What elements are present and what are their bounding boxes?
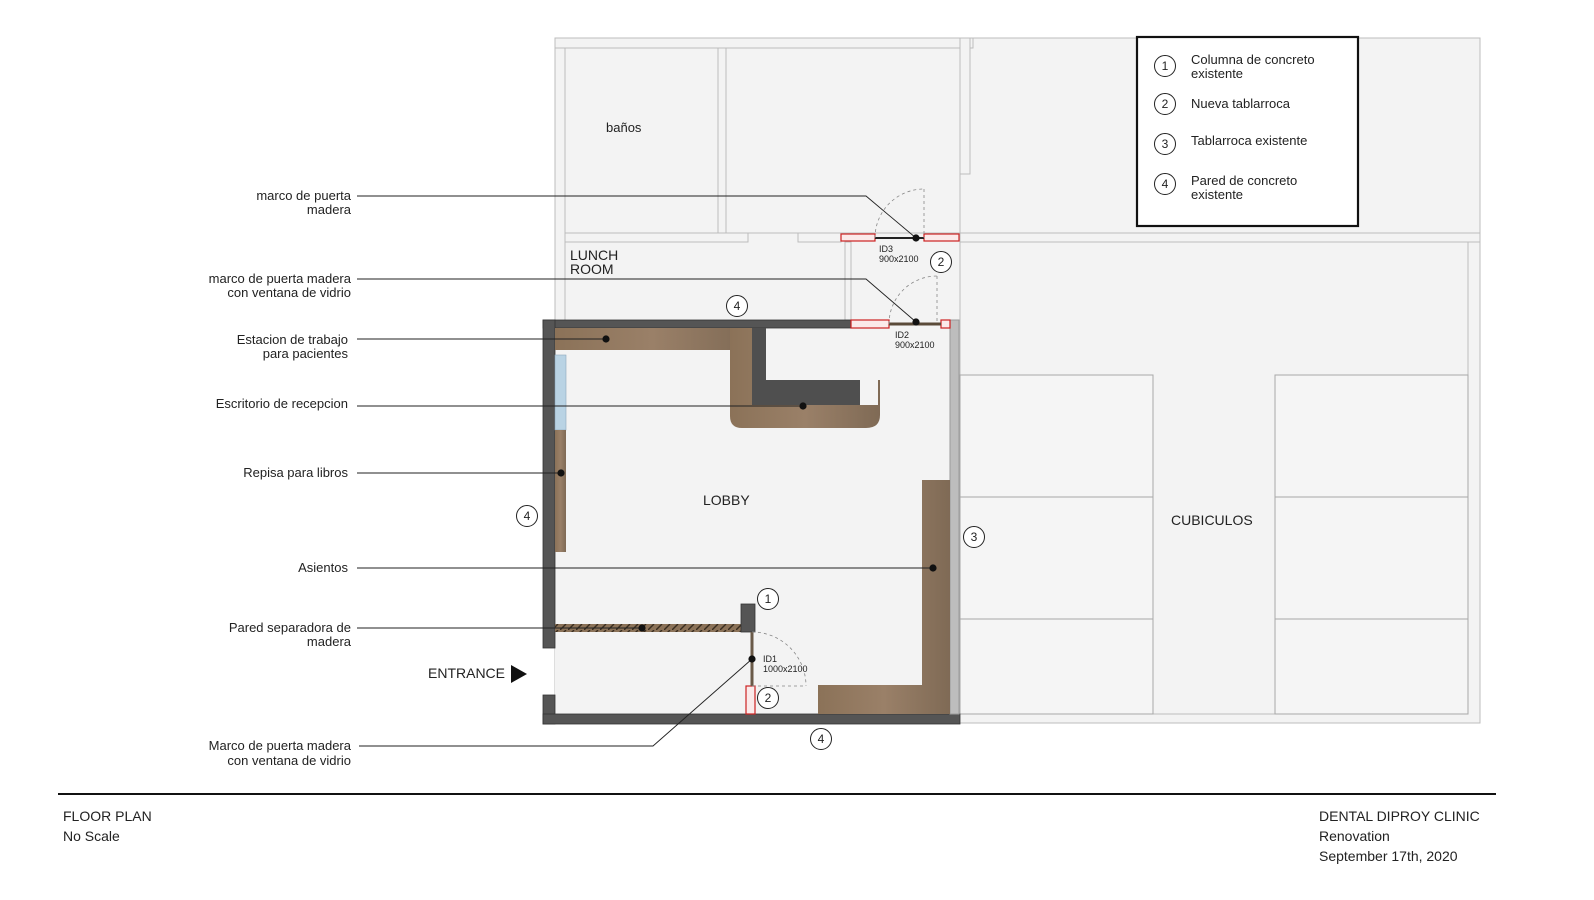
- callout-door-frame-wood: marco de puerta: [256, 188, 351, 203]
- glass-panel: [554, 354, 567, 431]
- marker-2-top: 2: [930, 251, 952, 273]
- svg-text:4: 4: [1162, 177, 1169, 191]
- callout-door-frame-glass-2: con ventana de vidrio: [227, 285, 351, 300]
- cubicle-grid: [959, 374, 1469, 715]
- svg-text:2: 2: [938, 255, 945, 269]
- svg-text:existente: existente: [1191, 66, 1243, 81]
- project-date: September 17th, 2020: [1319, 848, 1458, 864]
- svg-text:1: 1: [1162, 59, 1169, 73]
- drawing-title: FLOOR PLAN: [63, 808, 152, 824]
- legend-item-1: 1 Columna de concreto existente: [1154, 52, 1315, 81]
- marker-4-bottom: 4: [810, 728, 832, 750]
- marker-4-top: 4: [726, 295, 748, 317]
- marker-4-left: 4: [516, 505, 538, 527]
- leader-dots: [557, 234, 937, 663]
- svg-text:Tablarroca existente: Tablarroca existente: [1191, 133, 1307, 148]
- marker-1-column: 1: [757, 588, 779, 610]
- reception-desk: [752, 328, 860, 405]
- callout-partition: Pared separadora de: [229, 620, 351, 635]
- seating-bench: [818, 480, 950, 714]
- title-block-left: FLOOR PLAN No Scale: [63, 806, 152, 846]
- svg-text:1: 1: [765, 592, 772, 606]
- legend-item-2: 2 Nueva tablarroca: [1154, 93, 1291, 115]
- entrance-arrow-icon: [511, 665, 527, 683]
- room-label-lobby: LOBBY: [703, 492, 750, 508]
- callout-partition-2: madera: [307, 634, 352, 649]
- title-block-right: DENTAL DIPROY CLINIC Renovation Septembe…: [1319, 806, 1480, 866]
- callout-door-frame-glass: marco de puerta madera: [209, 271, 352, 286]
- callout-workstation: Estacion de trabajo: [237, 332, 348, 347]
- door-tag-id3-size: 900x2100: [879, 254, 919, 264]
- door-tag-id1-size: 1000x2100: [763, 664, 808, 674]
- callout-reception-desk: Escritorio de recepcion: [216, 396, 348, 411]
- door-tag-id2: ID2: [895, 330, 909, 340]
- callout-workstation-2: para pacientes: [263, 346, 349, 361]
- svg-text:4: 4: [734, 299, 741, 313]
- entrance-label: ENTRANCE: [428, 665, 505, 681]
- svg-text:3: 3: [971, 530, 978, 544]
- existing-drywall-wall: [949, 319, 960, 715]
- callout-door-frame-wood-2: madera: [307, 202, 352, 217]
- callout-entrance-door: Marco de puerta madera: [209, 738, 352, 753]
- project-phase: Renovation: [1319, 828, 1390, 844]
- svg-text:existente: existente: [1191, 187, 1243, 202]
- svg-text:2: 2: [1162, 97, 1169, 111]
- room-label-lunch-2: ROOM: [570, 261, 614, 277]
- room-label-cubiculos: CUBICULOS: [1171, 512, 1253, 528]
- callout-bookshelf: Repisa para libros: [243, 465, 348, 480]
- svg-text:2: 2: [765, 691, 772, 705]
- legend-item-3: 3 Tablarroca existente: [1154, 133, 1307, 155]
- drawing-scale: No Scale: [63, 828, 120, 844]
- room-label-lunch: LUNCH: [570, 247, 618, 263]
- svg-text:3: 3: [1162, 137, 1169, 151]
- wood-partition: [555, 624, 741, 632]
- svg-text:Columna de concreto: Columna de concreto: [1191, 52, 1315, 67]
- marker-2-bottom: 2: [757, 687, 779, 709]
- callout-seating: Asientos: [298, 560, 348, 575]
- legend-box: 1 Columna de concreto existente 2 Nueva …: [1135, 35, 1360, 228]
- door-tag-id1: ID1: [763, 654, 777, 664]
- concrete-column: [740, 603, 756, 633]
- room-label-banos: baños: [606, 120, 642, 135]
- project-name: DENTAL DIPROY CLINIC: [1319, 808, 1480, 824]
- svg-text:4: 4: [524, 509, 531, 523]
- svg-text:Pared de concreto: Pared de concreto: [1191, 173, 1297, 188]
- leader-lines: [357, 195, 933, 747]
- marker-3-right: 3: [963, 526, 985, 548]
- svg-text:4: 4: [818, 732, 825, 746]
- callout-entrance-door-2: con ventana de vidrio: [227, 753, 351, 768]
- svg-text:Nueva tablarroca: Nueva tablarroca: [1191, 96, 1291, 111]
- door-tag-id2-size: 900x2100: [895, 340, 935, 350]
- bookshelf: [555, 430, 566, 552]
- door-tag-id3: ID3: [879, 244, 893, 254]
- legend-item-4: 4 Pared de concreto existente: [1154, 173, 1297, 202]
